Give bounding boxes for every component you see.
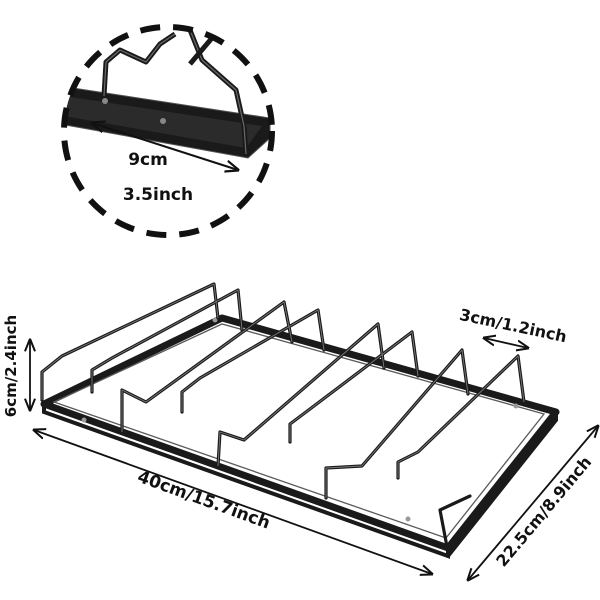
length-arrow xyxy=(34,430,432,574)
height-label: 6cm/2.4inch xyxy=(2,315,20,417)
screw-hole-icon xyxy=(102,98,108,104)
slot-width-arrow xyxy=(484,338,528,348)
inset-length-arrow xyxy=(92,123,238,170)
screw-hole-icon xyxy=(405,516,411,522)
inset-length-metric: 9cm xyxy=(128,150,168,170)
screw-hole-icon xyxy=(513,403,519,409)
screw-hole-icon xyxy=(160,118,166,124)
detail-rack-closeup xyxy=(64,27,271,159)
inset-dashed-circle xyxy=(61,24,275,238)
rack-wire-rails xyxy=(40,282,526,554)
slot-width-label: 3cm/1.2inch xyxy=(458,305,569,346)
screw-hole-icon xyxy=(212,317,218,323)
detail-inset: 9cm 3.5inch xyxy=(61,24,275,238)
inset-length-imperial: 3.5inch xyxy=(123,185,193,205)
depth-arrow xyxy=(468,426,598,580)
screw-hole-icon xyxy=(81,417,87,423)
